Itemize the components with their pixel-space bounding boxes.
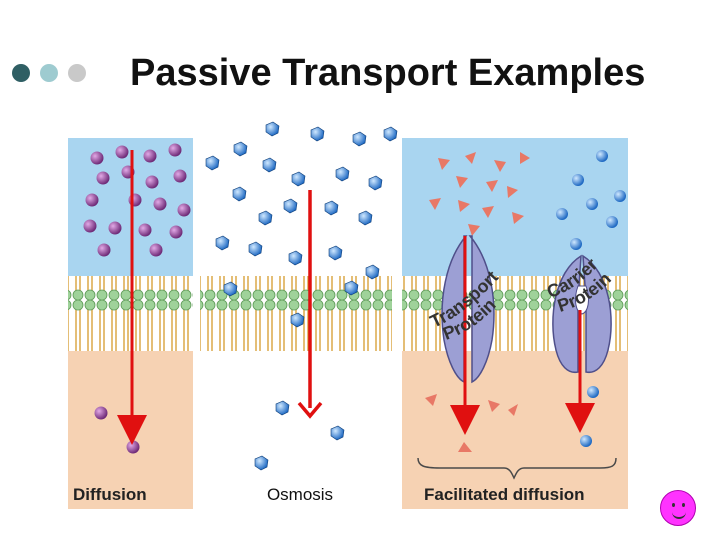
solute-triangle (507, 186, 518, 198)
solute-molecule (90, 151, 104, 165)
water-molecule (215, 235, 230, 251)
transport-protein (441, 235, 495, 384)
solute-triangle (494, 160, 506, 172)
bullet-dot-1 (12, 64, 30, 82)
solute-triangle (458, 200, 470, 212)
solute-triangle (508, 404, 518, 416)
small-blue-molecule (580, 435, 592, 447)
small-blue-molecule (570, 238, 582, 250)
solute-triangle (482, 206, 494, 218)
transport-solutes (425, 152, 530, 452)
small-blue-molecule (572, 174, 584, 186)
water-molecule (358, 210, 373, 226)
solute-molecule (149, 243, 163, 257)
water-molecule (288, 250, 303, 266)
solute-molecule (168, 143, 182, 157)
solute-molecule (169, 225, 183, 239)
solute-triangle (456, 176, 468, 188)
facilitated-brace (417, 457, 617, 480)
solute-molecule (177, 203, 191, 217)
solute-molecule (115, 145, 129, 159)
diffusion-solute-molecules (83, 143, 191, 454)
bullet-dot-3 (68, 64, 86, 82)
diffusion-label: Diffusion (73, 485, 147, 504)
osmosis-arrow-head (297, 401, 323, 419)
solute-triangle (520, 152, 530, 164)
small-blue-molecule (596, 150, 608, 162)
water-molecule (254, 455, 269, 471)
water-molecule (283, 198, 298, 214)
water-molecule (275, 400, 290, 416)
solute-molecule (153, 197, 167, 211)
solute-triangle (486, 180, 498, 192)
carrier-protein (552, 254, 612, 374)
solute-triangle (438, 158, 450, 170)
water-molecule (352, 131, 367, 147)
bullet-dot-2 (40, 64, 58, 82)
solute-triangle (468, 224, 480, 236)
solute-triangle (429, 198, 441, 210)
water-molecule (248, 241, 263, 257)
solute-molecule (85, 193, 99, 207)
water-molecule (344, 280, 359, 296)
solute-molecule (143, 149, 157, 163)
diffusion-panel: Diffusion (68, 138, 193, 509)
solute-molecule (138, 223, 152, 237)
water-molecule (233, 141, 248, 157)
solute-molecule (94, 406, 108, 420)
water-molecule (310, 126, 325, 142)
solute-triangle (488, 400, 500, 412)
water-molecule (223, 281, 238, 297)
osmosis-panel: Osmosis (200, 121, 398, 504)
smiley-mouth (672, 509, 686, 519)
water-molecule (328, 245, 343, 261)
water-molecule (265, 121, 280, 137)
solute-triangle (512, 212, 524, 224)
water-molecule (383, 126, 398, 142)
water-molecule (330, 425, 345, 441)
water-molecule (291, 171, 306, 187)
solute-triangle (425, 394, 437, 406)
solute-molecule (96, 171, 110, 185)
small-blue-molecule (614, 190, 626, 202)
small-blue-molecule (587, 386, 599, 398)
osmosis-label: Osmosis (267, 485, 333, 504)
water-molecule (232, 186, 247, 202)
solute-molecule (128, 193, 142, 207)
solute-molecule (173, 169, 187, 183)
water-molecule (262, 157, 277, 173)
small-blue-molecule (556, 208, 568, 220)
water-molecule (205, 155, 220, 171)
facilitated-diffusion-panel: Facilitated diffusion (402, 138, 628, 509)
water-molecules (205, 121, 398, 471)
solute-triangle (465, 152, 476, 164)
water-molecule (335, 166, 350, 182)
facilitated-diffusion-label: Facilitated diffusion (424, 485, 585, 504)
solute-molecule (83, 219, 97, 233)
water-molecule (324, 200, 339, 216)
water-molecule (368, 175, 383, 191)
slide-bullet-dots (12, 64, 86, 82)
small-blue-molecule (586, 198, 598, 210)
smiley-eye (682, 503, 685, 507)
solute-molecule (108, 221, 122, 235)
small-blue-molecule (606, 216, 618, 228)
water-molecule (365, 264, 380, 280)
solute-molecule (126, 440, 140, 454)
water-molecule (258, 210, 273, 226)
smiley-eye (672, 503, 675, 507)
solute-molecule (97, 243, 111, 257)
water-molecule (290, 312, 305, 328)
slide-title: Passive Transport Examples (130, 52, 646, 94)
smiley-face-icon[interactable] (660, 490, 696, 526)
solute-molecule (145, 175, 159, 189)
solute-triangle (458, 442, 472, 452)
